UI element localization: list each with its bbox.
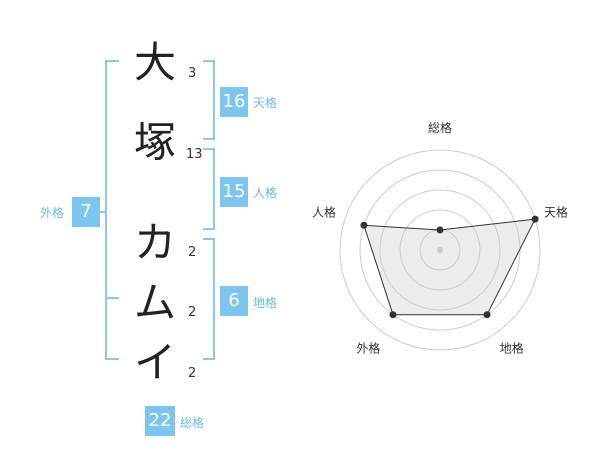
tenkaku-label: 天格 <box>253 96 278 110</box>
radar-ring-5 <box>339 149 541 351</box>
tenkaku-value: 16 <box>220 87 248 117</box>
name-char-3: カ <box>133 218 176 267</box>
stroke-count-1: 3 <box>188 66 197 81</box>
radar-point-1 <box>436 226 444 234</box>
radar-axis-label-1: 総格 <box>428 120 452 135</box>
radar-area <box>363 218 536 316</box>
chikaku-bracket <box>203 238 215 360</box>
stroke-count-2: 13 <box>186 147 203 162</box>
chikaku-label: 地格 <box>253 296 278 310</box>
gaikaku-label: 外格 <box>40 206 65 220</box>
radar-center-dot <box>437 247 443 253</box>
gaikaku-value: 7 <box>72 197 100 227</box>
name-char-4: ム <box>133 278 176 327</box>
soukaku-value: 22 <box>145 406 175 436</box>
radar-point-4 <box>389 311 397 319</box>
gaikaku-bracket-divider <box>105 297 119 299</box>
radar-point-2 <box>531 215 539 223</box>
stroke-count-5: 2 <box>188 366 197 381</box>
stroke-count-4: 2 <box>188 305 197 320</box>
radar-ring-3 <box>379 189 501 311</box>
gaikaku-bracket-connector <box>99 211 107 213</box>
jinkaku-label: 人格 <box>253 186 278 200</box>
radar-axis-label-3: 地格 <box>500 341 524 356</box>
radar-ring-2 <box>399 209 481 291</box>
name-char-1: 大 <box>133 38 176 87</box>
gaikaku-bracket <box>105 60 119 360</box>
radar-axis-label-2: 天格 <box>544 204 568 219</box>
name-char-5: イ <box>133 338 176 387</box>
radar-axis-label-5: 人格 <box>312 204 336 219</box>
tenkaku-bracket <box>203 60 215 140</box>
radar-axis-label-4: 外格 <box>356 341 380 356</box>
radar-point-3 <box>483 311 491 319</box>
jinkaku-value: 15 <box>220 177 248 207</box>
jinkaku-bracket <box>203 148 215 230</box>
soukaku-label: 総格 <box>180 416 205 430</box>
chikaku-value: 6 <box>220 286 248 316</box>
stroke-count-3: 2 <box>188 245 197 260</box>
name-char-2: 塚 <box>133 118 176 167</box>
radar-point-5 <box>360 221 368 229</box>
